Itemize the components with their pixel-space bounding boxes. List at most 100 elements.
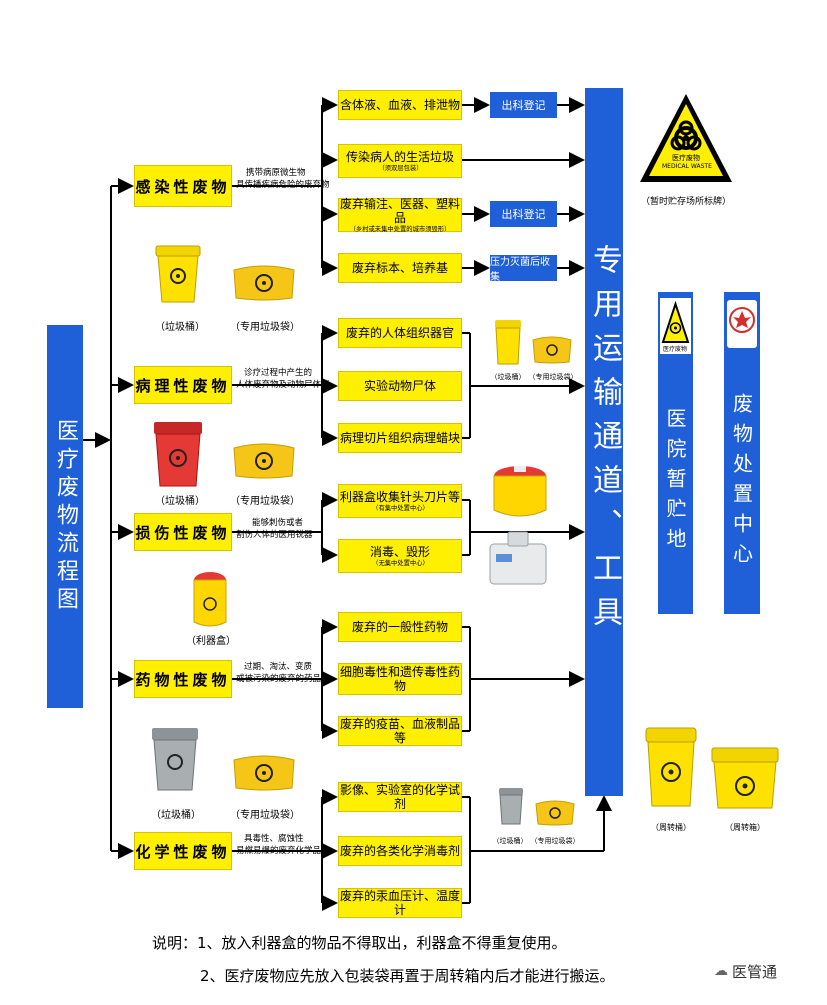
desc-line: 过期、淘汰、变质 (244, 662, 313, 672)
item-subtext: （须双层包装） (377, 164, 423, 172)
item-text: 含体液、血液、排泄物 (339, 98, 460, 112)
note-checkout-register: 出科登记 (490, 92, 557, 118)
desc-line: 易燃易爆的废弃化学品 (236, 846, 322, 856)
warning-sign-en: MEDICAL WASTE (662, 163, 712, 170)
item-chemical-disinfectants: 废弃的各类化学消毒剂 (338, 836, 462, 866)
yellow-bag-icon (532, 334, 572, 364)
bag-caption: （专用垃圾袋） (230, 496, 300, 507)
flowchart-title: 医疗废物流程图 (47, 325, 83, 708)
item-patient-garbage: 传染病人的生活垃圾 （须双层包装） (338, 144, 462, 178)
bin-caption: （垃圾桶） (490, 373, 526, 381)
category-chemical: 化学性废物 (134, 832, 232, 870)
sharps-container-icon (490, 464, 550, 522)
category-pharmaceutical: 药物性废物 (134, 660, 232, 698)
item-text: 废弃的各类化学消毒剂 (339, 844, 460, 858)
yellow-bag-icon (535, 798, 575, 826)
item-text: 利器盒收集针头刀片等 (339, 490, 460, 504)
item-vaccines-blood: 废弃的疫苗、血液制品等 (338, 716, 462, 746)
gray-bin-icon (146, 726, 204, 794)
bag-caption: （专用垃圾袋） (230, 322, 300, 333)
desc-line: 具传播疾病危险的废弃物 (236, 180, 330, 190)
desc-line: 人体废弃物及动物尸体等 (236, 380, 330, 390)
bin-caption: （垃圾桶） (492, 837, 528, 845)
desc-pathological: 诊疗过程中产生的 人体废弃物及动物尸体等 (236, 367, 330, 391)
wechat-icon: ☁ (714, 963, 728, 979)
desc-line: 携带病原微生物 (246, 168, 306, 178)
disposal-center-label: 废物处置中心 (724, 358, 760, 608)
item-subtext: （无集中处置中心） (371, 559, 429, 567)
desc-line: 割伤人体的医用锐器 (236, 530, 313, 540)
brand-watermark: ☁ 医管通 (714, 960, 777, 982)
note-autoclave-collect: 压力灭菌后收集 (490, 255, 557, 283)
brand-name: 医管通 (732, 962, 778, 981)
desc-line: 或被污染的废弃的药品 (236, 674, 322, 684)
yellow-bin-icon (492, 318, 524, 366)
item-text: 废弃的人体组织器官 (345, 326, 454, 340)
transport-channel: 专用运输通道、工具 (585, 88, 623, 796)
bag-caption: （专用垃圾袋） (528, 373, 578, 381)
item-general-drugs: 废弃的一般性药物 (338, 612, 462, 642)
item-text: 传染病人的生活垃圾 (345, 150, 454, 164)
biohazard-icon (640, 94, 732, 182)
bin-caption: （垃圾桶） (155, 496, 205, 507)
desc-sharps: 能够刺伤或者 割伤人体的医用锐器 (236, 517, 313, 541)
desc-pharmaceutical: 过期、淘汰、变质 或被污染的废弃的药品 (236, 661, 321, 685)
yellow-bag-icon (232, 752, 296, 792)
desc-chemical: 具毒性、腐蚀性 易燃易爆的废弃化学品 (236, 833, 321, 857)
turnover-box-caption: （周转箱） (725, 823, 765, 832)
category-infectious: 感染性废物 (134, 165, 232, 207)
yellow-bag-icon (232, 262, 296, 302)
item-text: 细胞毒性和遗传毒性药物 (339, 665, 460, 693)
item-text: 废弃的一般性药物 (351, 620, 448, 634)
desc-line: 诊疗过程中产生的 (244, 368, 313, 378)
item-disinfect-destroy: 消毒、毁形 （无集中处置中心） (338, 539, 462, 573)
item-lab-reagents: 影像、实验室的化学试剂 (338, 782, 462, 812)
sharps-box-icon (188, 570, 232, 630)
bag-caption: （专用垃圾袋） (230, 810, 300, 821)
item-text: 废弃标本、培养基 (351, 261, 448, 275)
item-text: 消毒、毁形 (369, 545, 430, 559)
item-text: 废弃的汞血压计、温度计 (339, 889, 460, 917)
hospital-storage-panel: 医疗废物 医院暂贮地 (658, 292, 693, 614)
disposal-center-panel: 废物处置中心 (724, 292, 760, 614)
yellow-bin-icon (150, 244, 206, 306)
item-specimens: 废弃标本、培养基 (338, 253, 462, 283)
red-bin-icon (148, 420, 208, 490)
item-mercury-instruments: 废弃的汞血压计、温度计 (338, 888, 462, 918)
bin-caption: （垃圾桶） (155, 322, 205, 333)
needle-destroyer-icon (486, 528, 550, 588)
note-checkout-register: 出科登记 (490, 201, 557, 227)
bin-caption: （垃圾桶） (151, 810, 201, 821)
turnover-box-icon (710, 746, 780, 812)
item-text: 影像、实验室的化学试剂 (339, 783, 460, 811)
item-human-tissue: 废弃的人体组织器官 (338, 318, 462, 348)
desc-infectious: 携带病原微生物 具传播疾病危险的废弃物 (236, 167, 330, 191)
item-body-fluids: 含体液、血液、排泄物 (338, 90, 462, 120)
item-pathology-slices: 病理切片组织病理蜡块 (338, 423, 462, 453)
category-pathological: 病理性废物 (134, 366, 232, 404)
yellow-bag-icon (232, 440, 296, 480)
footer-note-2: 2、医疗废物应先放入包装袋再置于周转箱内后才能进行搬运。 (200, 967, 615, 985)
medical-waste-warning-sign: 医疗废物 MEDICAL WASTE (636, 90, 736, 190)
item-text: 废弃的疫苗、血液制品等 (339, 717, 460, 745)
item-text: 实验动物尸体 (363, 379, 436, 393)
item-text: 病理切片组织病理蜡块 (339, 431, 460, 445)
item-infusion-devices: 废弃输注、医器、塑料品 （乡村或未集中处置的城市须毁形） (338, 197, 462, 233)
gray-bin-icon (496, 786, 526, 826)
item-cytotoxic-drugs: 细胞毒性和遗传毒性药物 (338, 663, 462, 695)
footer-note-1: 说明：1、放入利器盒的物品不得取出，利器盒不得重复使用。 (152, 934, 567, 952)
warning-sign-caption: （暂时贮存场所标牌） (640, 197, 731, 207)
desc-line: 具毒性、腐蚀性 (244, 834, 304, 844)
biohazard-sign-small: 医疗废物 (660, 298, 691, 354)
item-text: 废弃输注、医器、塑料品 (339, 197, 460, 225)
small-sign-text: 医疗废物 (663, 346, 688, 353)
item-animal-carcass: 实验动物尸体 (338, 371, 462, 401)
item-subtext: （乡村或未集中处置的城市须毁形） (349, 225, 451, 233)
item-subtext: （有集中处置中心） (371, 504, 429, 512)
desc-line: 能够刺伤或者 (252, 518, 304, 528)
turnover-bin-icon (642, 726, 700, 810)
turnover-bin-caption: （周转桶） (651, 823, 691, 832)
disposal-logo-icon (727, 300, 757, 348)
warning-sign-cn: 医疗废物 (672, 154, 700, 162)
